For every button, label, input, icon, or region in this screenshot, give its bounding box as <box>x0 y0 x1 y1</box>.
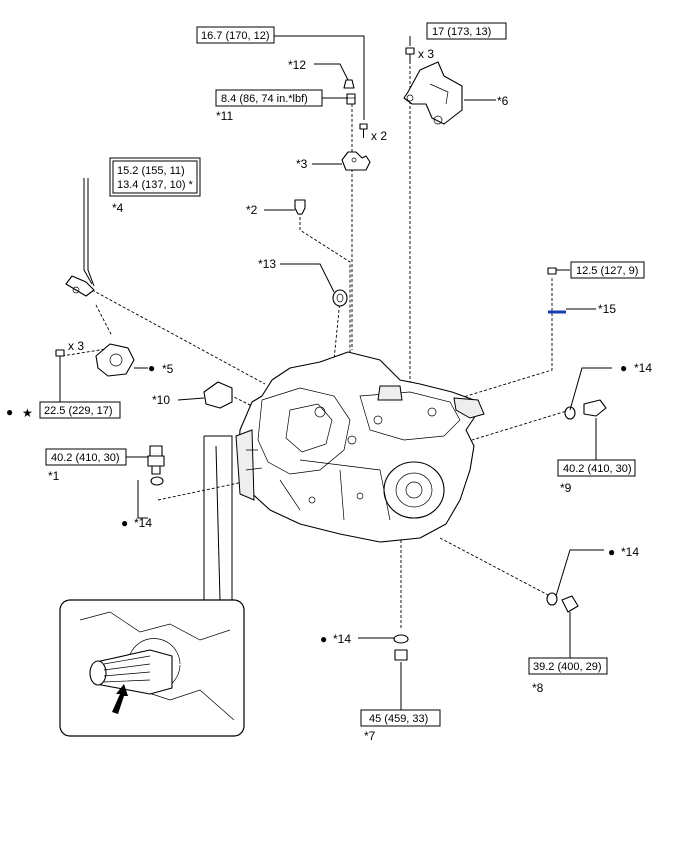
callout-8: *8 <box>532 681 544 695</box>
torque-value: 39.2 (400, 29) <box>533 661 602 673</box>
part-15-bolt <box>547 267 566 314</box>
torque-label-8: 39.2 (400, 29) <box>528 657 608 675</box>
quantity-x2: x 2 <box>371 129 387 143</box>
callout-4: *4 <box>112 201 124 215</box>
part-9-sensor <box>564 399 607 420</box>
dot-symbol: ● <box>148 361 155 375</box>
callout-14: *14 <box>134 516 152 530</box>
torque-value: 22.5 (229, 17) <box>44 405 113 417</box>
bolt-x2 <box>359 123 368 138</box>
callout-10: *10 <box>152 393 170 407</box>
torque-label-7: 45 (459, 33) <box>360 709 441 727</box>
torque-label-top: 16.7 (170, 12) <box>196 26 275 44</box>
dot-symbol: ● <box>6 405 13 419</box>
torque-label-1: 40.2 (410, 30) <box>45 448 127 466</box>
part-12-cap <box>343 79 355 89</box>
torque-label-15: 12.5 (127, 9) <box>570 261 645 279</box>
torque-value: 16.7 (170, 12) <box>201 30 270 42</box>
part-13-seal <box>332 289 348 307</box>
torque-label-11: 8.4 (86, 74 in.*lbf) <box>215 89 323 107</box>
torque-value: 45 (459, 33) <box>369 713 428 725</box>
part-11-breather-plug <box>346 93 356 105</box>
torque-label-5: 22.5 (229, 17) <box>39 401 121 419</box>
part-10-cover <box>203 381 233 409</box>
dot-symbol: ● <box>320 632 327 646</box>
part-3-bracket <box>341 151 371 171</box>
part-14-gasket-left <box>150 476 164 486</box>
torque-value: 15.2 (155, 11) <box>117 165 185 177</box>
callout-1: *1 <box>48 469 60 483</box>
torque-value: 40.2 (410, 30) <box>51 452 120 464</box>
torque-value: 40.2 (410, 30) <box>563 463 632 475</box>
callout-15: *15 <box>598 302 616 316</box>
callout-5: *5 <box>162 362 174 376</box>
detail-inset <box>59 435 245 737</box>
star-symbol: ★ <box>22 406 33 420</box>
callout-9: *9 <box>560 481 572 495</box>
callout-13: *13 <box>258 257 276 271</box>
torque-value: 13.4 (137, 10) * <box>117 179 194 191</box>
torque-label-9: 40.2 (410, 30) <box>557 459 636 477</box>
torque-value: 17 (173, 13) <box>432 26 491 38</box>
torque-value: 12.5 (127, 9) <box>576 265 638 277</box>
torque-label-4: 15.2 (155, 11) 13.4 (137, 10) * <box>109 157 201 197</box>
torque-label-6: 17 (173, 13) <box>426 22 507 40</box>
callout-6: *6 <box>497 94 509 108</box>
torque-value: 8.4 (86, 74 in.*lbf) <box>221 93 308 105</box>
part-4-sensor <box>65 178 95 297</box>
callout-14: *14 <box>621 545 639 559</box>
callout-14: *14 <box>333 632 351 646</box>
part-1-switch <box>147 445 165 475</box>
part-2-plug <box>294 199 306 215</box>
dot-symbol: ● <box>608 545 615 559</box>
callout-2: *2 <box>246 203 258 217</box>
callout-7: *7 <box>364 729 376 743</box>
bolt-x3-top <box>405 47 415 64</box>
callout-14: *14 <box>634 361 652 375</box>
part-8-plug <box>546 592 579 613</box>
part-5-actuator <box>55 343 135 377</box>
callout-12: *12 <box>288 58 306 72</box>
transaxle-assembly <box>235 351 485 543</box>
part-6-mount-bracket <box>403 61 463 125</box>
leader-lines <box>59 35 612 710</box>
callout-11: *11 <box>216 109 233 123</box>
quantity-x3-top: x 3 <box>418 47 434 61</box>
part-7-drain-plug <box>393 634 409 661</box>
quantity-x3-part5: x 3 <box>68 339 84 353</box>
assembly-guide-lines <box>61 40 571 630</box>
callout-3: *3 <box>296 157 308 171</box>
dot-symbol: ● <box>121 516 128 530</box>
dot-symbol: ● <box>620 361 627 375</box>
